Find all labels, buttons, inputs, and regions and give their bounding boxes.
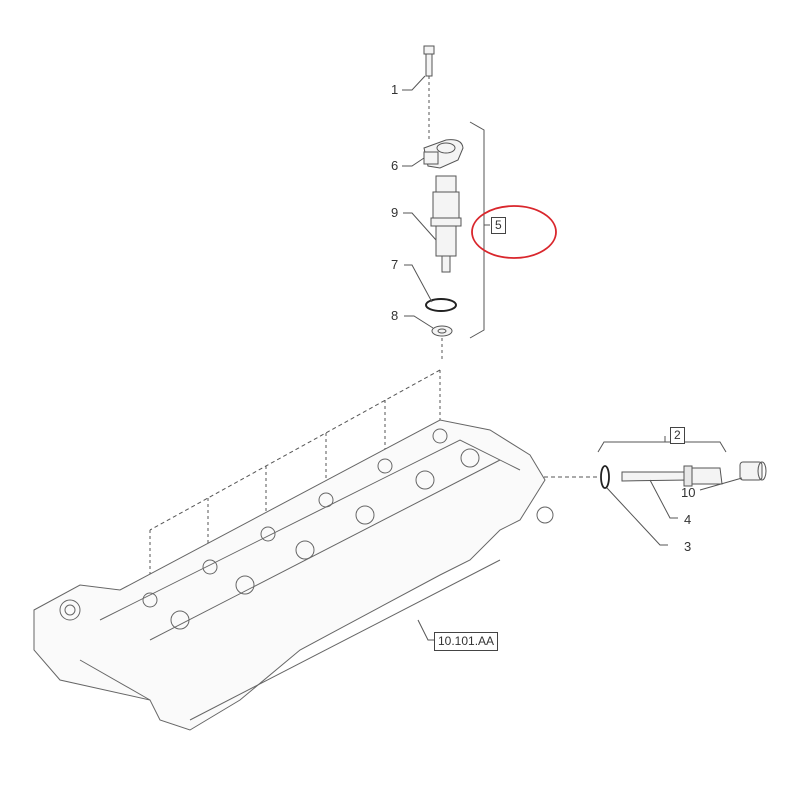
callout-7: 7 [391, 257, 399, 272]
group-label-2: 2 [670, 427, 685, 445]
callout-8: 8 [391, 308, 399, 323]
cylinder-head-part [33, 419, 554, 731]
highlight-circle [471, 205, 557, 259]
bolt-part [423, 45, 435, 77]
group-label-5: 5 [491, 217, 506, 235]
callout-6: 6 [391, 158, 399, 173]
callout-1: 1 [391, 82, 399, 97]
connector-tube-part [621, 465, 723, 487]
callout-10: 10 [681, 485, 696, 500]
injector-part [430, 175, 462, 273]
reference-label: 10.101.AA [434, 632, 499, 652]
callout-3: 3 [684, 539, 692, 554]
clamp-part [423, 139, 464, 169]
nut-part [739, 461, 767, 481]
callout-9: 9 [391, 205, 399, 220]
callout-4: 4 [684, 512, 692, 527]
